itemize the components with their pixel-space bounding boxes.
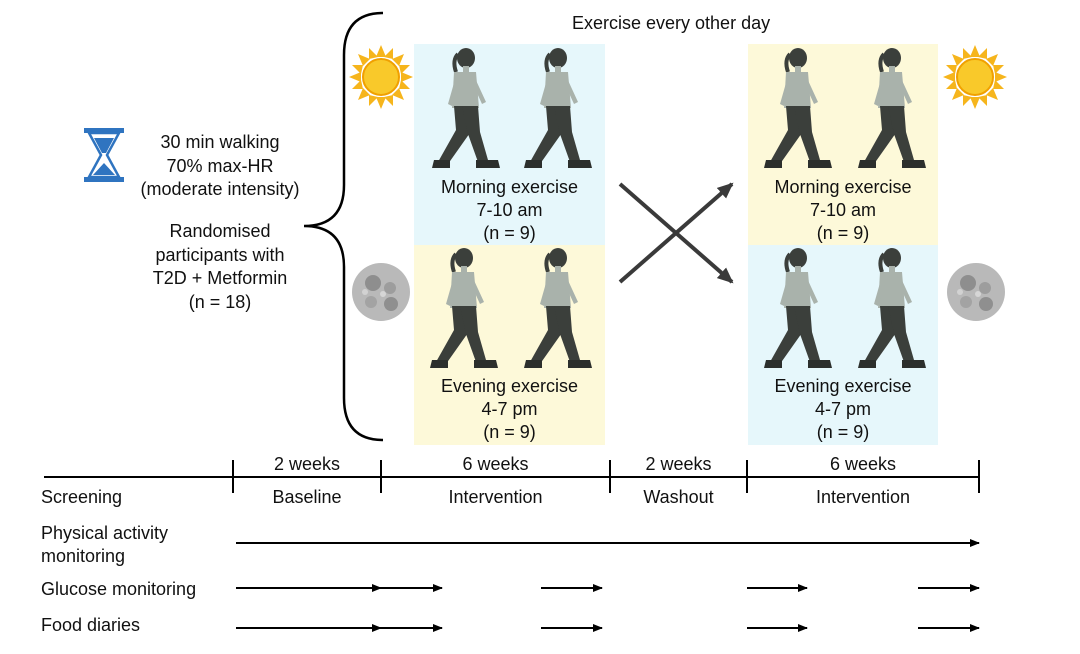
duration-label: 2 weeks	[610, 453, 747, 475]
phase-baseline: Baseline	[233, 486, 381, 508]
period2-evening-n: (n = 9)	[748, 421, 938, 443]
period2-morning-time: 7-10 am	[748, 199, 938, 221]
phase-intervention-1: Intervention	[381, 486, 610, 508]
duration-label: 2 weeks	[233, 453, 381, 475]
duration-label: 6 weeks	[747, 453, 979, 475]
participants-line-3: T2D + Metformin	[130, 267, 310, 289]
physical-activity-label-1: Physical activity	[41, 522, 168, 544]
protocol-line-1: 30 min walking	[130, 131, 310, 153]
period1-morning-time: 7-10 am	[414, 199, 605, 221]
period2-morning-name: Morning exercise	[748, 176, 938, 198]
period2-morning-n: (n = 9)	[748, 222, 938, 244]
protocol-line-2: 70% max-HR	[130, 155, 310, 177]
physical-activity-label-2: monitoring	[41, 545, 125, 567]
period2-evening-time: 4-7 pm	[748, 398, 938, 420]
period1-evening-name: Evening exercise	[414, 375, 605, 397]
period1-morning-n: (n = 9)	[414, 222, 605, 244]
duration-label: 6 weeks	[381, 453, 610, 475]
sun-icon	[943, 45, 1007, 109]
participants-line-2: participants with	[130, 244, 310, 266]
header-title: Exercise every other day	[572, 12, 770, 34]
period1-morning-name: Morning exercise	[414, 176, 605, 198]
period2-evening-name: Evening exercise	[748, 375, 938, 397]
moon-icon	[352, 263, 410, 321]
protocol-line-3: (moderate intensity)	[130, 178, 310, 200]
period1-evening-n: (n = 9)	[414, 421, 605, 443]
phase-screening: Screening	[41, 486, 122, 508]
hourglass-icon	[84, 128, 124, 182]
moon-icon	[947, 263, 1005, 321]
participants-line-4: (n = 18)	[130, 291, 310, 313]
sun-icon	[349, 45, 413, 109]
food-diaries-label: Food diaries	[41, 614, 140, 636]
phase-intervention-2: Intervention	[747, 486, 979, 508]
period1-evening-time: 4-7 pm	[414, 398, 605, 420]
participants-line-1: Randomised	[130, 220, 310, 242]
glucose-monitoring-label: Glucose monitoring	[41, 578, 196, 600]
phase-washout: Washout	[610, 486, 747, 508]
